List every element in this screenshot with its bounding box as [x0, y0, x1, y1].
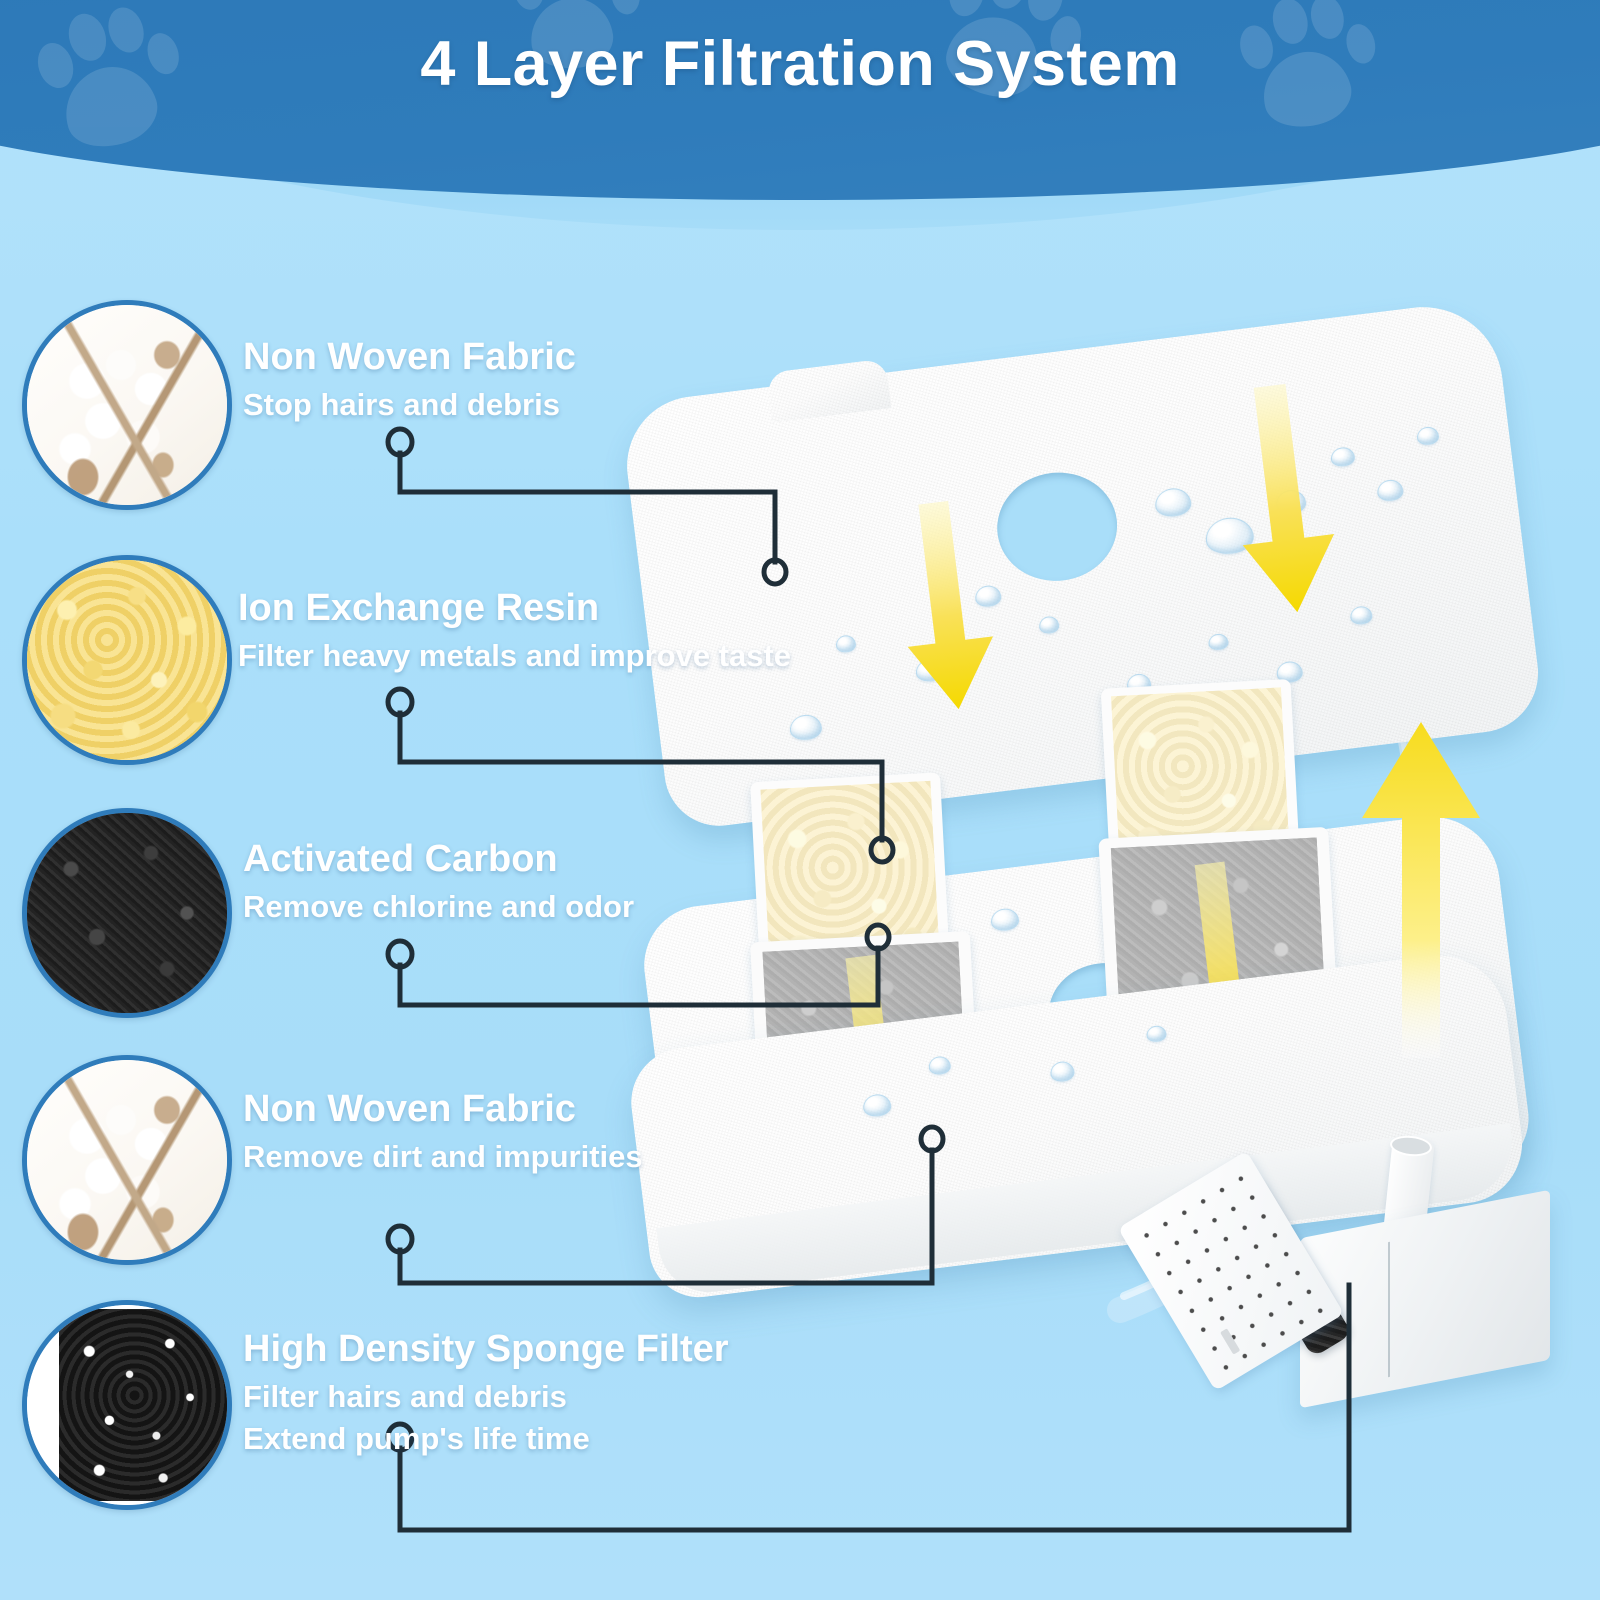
callout-subtitle: Remove dirt and impurities	[243, 1138, 643, 1174]
swatch-cotton[interactable]	[22, 300, 232, 510]
water-pump	[1117, 1130, 1560, 1430]
pump-body-seam	[1388, 1241, 1390, 1378]
arrow-down-icon	[1242, 383, 1335, 613]
pump-body	[1300, 1189, 1550, 1409]
callout-text: Activated Carbon Remove chlorine and odo…	[243, 838, 635, 926]
callout-title: High Density Sponge Filter	[243, 1328, 729, 1370]
cotton-boll-icon	[27, 305, 227, 505]
callout-title: Activated Carbon	[243, 838, 558, 880]
sponge-texture	[59, 1309, 227, 1501]
arrow-down-icon	[907, 500, 994, 710]
page-title: 4 Layer Filtration System	[420, 29, 1180, 99]
callout-subtitle: Filter hairs and debris	[243, 1378, 567, 1414]
callout-text: Non Woven Fabric Remove dirt and impurit…	[243, 1088, 643, 1176]
swatch-sponge[interactable]	[22, 1300, 232, 1510]
non-woven-top-pad	[619, 297, 1545, 833]
swatch-carbon[interactable]	[22, 808, 232, 1018]
carbon-granules-icon	[27, 813, 227, 1013]
callout-text: Non Woven Fabric Stop hairs and debris	[243, 336, 576, 424]
sponge-block-icon	[27, 1305, 227, 1505]
callout-subtitle: Remove chlorine and odor	[243, 888, 635, 924]
callout-title: Non Woven Fabric	[243, 336, 576, 378]
callout-subtitle-2: Extend pump's life time	[243, 1420, 590, 1456]
cotton-boll-icon	[27, 1060, 227, 1260]
swatch-cotton[interactable]	[22, 1055, 232, 1265]
callout-subtitle: Filter heavy metals and improve taste	[238, 637, 792, 673]
filter-product-illustration	[600, 297, 1600, 1409]
callout-subtitle: Stop hairs and debris	[243, 386, 560, 422]
resin-beads-icon	[27, 560, 227, 760]
callout-title: Ion Exchange Resin	[238, 587, 600, 629]
callout-text: Ion Exchange Resin Filter heavy metals a…	[238, 587, 792, 675]
header-banner	[0, 0, 1600, 200]
callout-title: Non Woven Fabric	[243, 1088, 576, 1130]
arrow-up-icon	[1362, 722, 1480, 1058]
swatch-resin[interactable]	[22, 555, 232, 765]
callout-text: High Density Sponge Filter Filter hairs …	[243, 1328, 729, 1458]
